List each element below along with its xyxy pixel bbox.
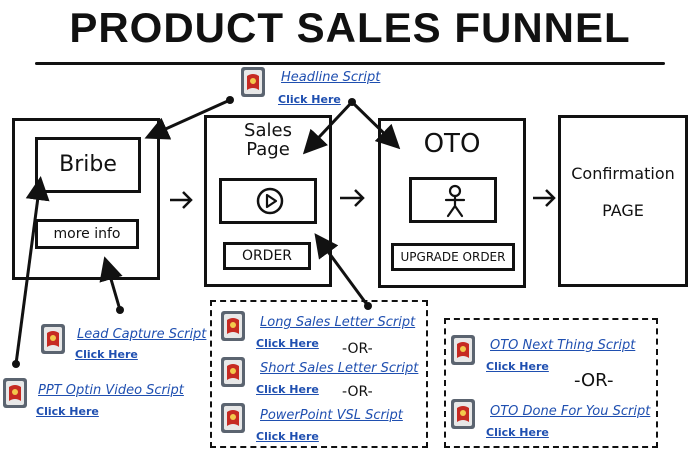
sales-page-heading-line1: Sales [244,120,292,141]
book-icon [40,323,66,359]
or-separator-2: -OR- [342,384,373,400]
powerpoint-vsl-script-link[interactable]: PowerPoint VSL Script [260,408,403,423]
lead-capture-click-here[interactable]: Click Here [75,348,138,361]
ppt-optin-click-here[interactable]: Click Here [36,405,99,418]
oto-scripts-group [444,318,658,448]
oto-video-box [409,177,497,223]
confirmation-stage: Confirmation PAGE [558,115,688,287]
ppt-optin-script-link[interactable]: PPT Optin Video Script [38,383,184,398]
confirmation-heading: Confirmation [571,164,675,183]
short-sales-click-here[interactable]: Click Here [256,383,319,396]
ppt-optin-connector [14,176,50,365]
headline-script-link[interactable]: Headline Script [281,70,381,85]
long-sales-click-here[interactable]: Click Here [256,337,319,350]
long-sales-script-link[interactable]: Long Sales Letter Script [260,315,416,330]
oto-done-for-you-click-here[interactable]: Click Here [486,426,549,439]
oto-stage: OTO UPGRADE ORDER [378,118,526,288]
headline-to-bribe [144,98,231,140]
powerpoint-vsl-click-here[interactable]: Click Here [256,430,319,443]
or-separator-1: -OR- [342,341,373,357]
lead-capture-script-link[interactable]: Lead Capture Script [77,327,207,342]
sales-scripts-connector [314,233,370,307]
book-icon [220,356,246,392]
oto-upgrade-order-label: UPGRADE ORDER [400,250,506,264]
headline-to-oto [350,100,401,150]
book-icon [450,334,476,370]
sales-page-heading-line2: Page [246,139,290,160]
sales-scripts-group [210,300,428,448]
headline-to-sales [302,100,354,155]
book-icon [220,310,246,346]
oto-heading: OTO [423,129,481,159]
book-icon [240,66,266,102]
book-icon [220,402,246,438]
bribe-heading: Bribe [59,152,117,177]
or-separator-3: -OR- [574,370,614,391]
confirmation-subheading: PAGE [602,201,644,220]
book-icon [2,377,28,413]
short-sales-script-link[interactable]: Short Sales Letter Script [260,361,419,376]
flow-arrow-3 [533,189,556,207]
sales-video-box [219,178,317,224]
sales-order-button[interactable]: ORDER [223,242,311,270]
person-icon [442,184,468,222]
page-title: PRODUCT SALES FUNNEL [69,4,631,51]
bribe-more-info-label: more info [53,226,121,242]
oto-next-thing-script-link[interactable]: OTO Next Thing Script [490,338,636,353]
headline-click-here[interactable]: Click Here [278,93,341,106]
bribe-more-info-button[interactable]: more info [35,219,139,249]
lead-capture-connector [99,256,123,311]
title-underline [35,62,665,65]
sales-order-label: ORDER [241,248,293,264]
bribe-headline-box: Bribe [35,137,141,193]
flow-arrow-2 [340,189,365,207]
play-icon [256,187,284,219]
oto-upgrade-order-button[interactable]: UPGRADE ORDER [391,243,515,271]
oto-done-for-you-script-link[interactable]: OTO Done For You Script [490,404,651,419]
bribe-stage: Bribe more info [12,118,160,280]
oto-next-thing-click-here[interactable]: Click Here [486,360,549,373]
book-icon [450,398,476,434]
flow-arrow-1 [170,191,193,209]
